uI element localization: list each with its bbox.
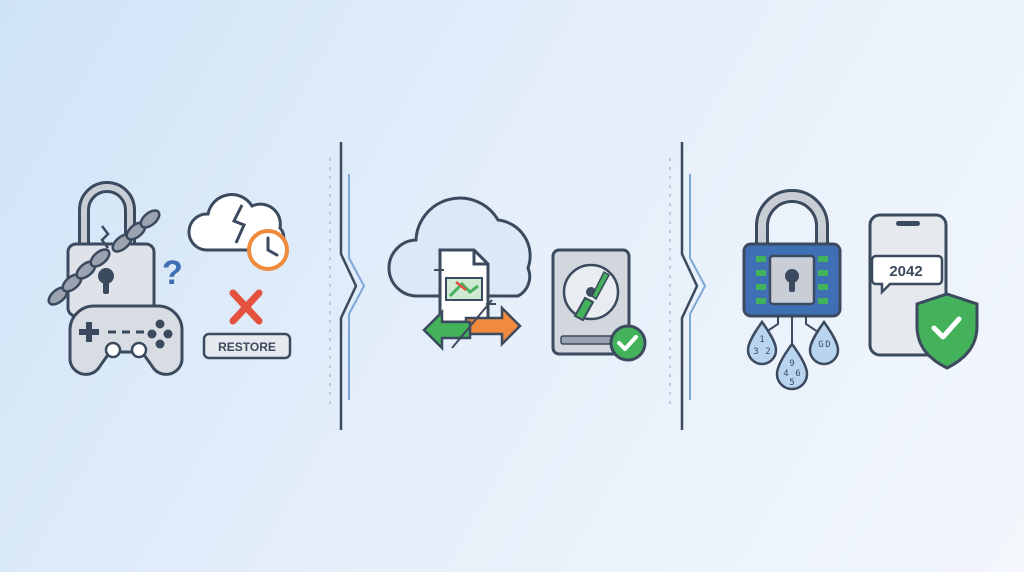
drop-digit: 4 bbox=[783, 369, 788, 379]
drop-digit: 6 bbox=[795, 369, 800, 379]
restore-button-label: RESTORE bbox=[218, 340, 276, 354]
step-divider-2 bbox=[669, 142, 707, 430]
shield-check-icon bbox=[915, 292, 979, 370]
panel-problem: ? bbox=[47, 181, 292, 376]
data-drop-middle-icon: 9 4 6 5 bbox=[775, 341, 809, 391]
cloud-icon bbox=[387, 196, 532, 298]
panel-backup bbox=[387, 196, 647, 362]
drop-digit: 9 bbox=[789, 359, 794, 369]
hard-drive-icon bbox=[551, 248, 631, 356]
game-controller-icon bbox=[68, 304, 184, 376]
broken-padlock-icon bbox=[66, 181, 156, 318]
verification-code-bubble: 2042 bbox=[870, 254, 944, 296]
panel-security: 1 3 2 9 4 6 5 G D 2042 bbox=[742, 189, 979, 391]
sync-arrows-icon bbox=[422, 299, 522, 352]
data-drop-left-icon: 1 3 2 bbox=[746, 319, 778, 366]
drop-digit: G bbox=[818, 340, 823, 350]
clock-icon bbox=[247, 229, 289, 271]
document-file-icon bbox=[434, 248, 496, 324]
drop-digit: D bbox=[825, 340, 830, 350]
drop-digit: 5 bbox=[789, 378, 794, 388]
restore-button[interactable]: RESTORE bbox=[202, 332, 292, 360]
question-mark-icon: ? bbox=[162, 254, 183, 292]
chain-icon bbox=[47, 209, 161, 306]
success-check-icon bbox=[609, 324, 647, 362]
error-x-icon bbox=[229, 289, 263, 325]
step-divider-1 bbox=[329, 142, 366, 430]
drop-digit: 1 bbox=[759, 335, 764, 345]
crack-icon bbox=[100, 225, 110, 249]
secure-padlock-icon bbox=[742, 189, 842, 318]
circuit-lines-icon bbox=[765, 316, 819, 346]
drop-digit: 2 bbox=[765, 347, 770, 357]
verification-code: 2042 bbox=[889, 263, 922, 280]
data-drop-right-icon: G D bbox=[808, 319, 840, 366]
drop-digit: 3 bbox=[753, 347, 758, 357]
